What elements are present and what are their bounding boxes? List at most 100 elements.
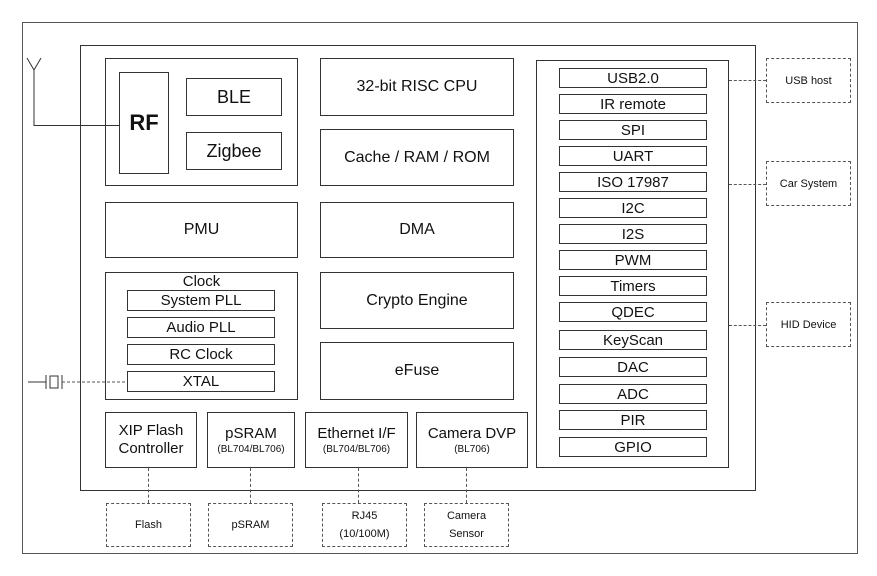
external-label-line2: (10/100M) xyxy=(339,528,390,540)
peripheral-label: DAC xyxy=(617,358,649,376)
xip-flash-block: XIP Flash Controller xyxy=(105,412,197,468)
external-label: pSRAM xyxy=(231,519,270,531)
outer-frame xyxy=(22,22,858,554)
peripheral-label: I2S xyxy=(621,225,645,243)
peripheral-label: PIR xyxy=(620,411,646,429)
peripheral-label: I2C xyxy=(621,199,645,217)
rf-block: RF xyxy=(119,72,169,174)
crypto-label: Crypto Engine xyxy=(366,291,468,309)
peripheral-label: PWM xyxy=(614,251,652,269)
block-line1: Camera DVP xyxy=(427,424,517,442)
peripheral-spi: SPI xyxy=(559,120,707,140)
cpu-block: 32-bit RISC CPU xyxy=(320,58,514,116)
peripheral-qdec: QDEC xyxy=(559,302,707,322)
dma-block: DMA xyxy=(320,202,514,258)
cache-label: Cache / RAM / ROM xyxy=(344,148,490,166)
clock-item-audio-pll: Audio PLL xyxy=(127,317,275,338)
clock-item-label: System PLL xyxy=(160,292,242,309)
psram-block: pSRAM (BL704/BL706) xyxy=(207,412,295,468)
pmu-label: PMU xyxy=(183,221,220,238)
external-car-system: Car System xyxy=(766,161,851,206)
external-label-line1: Camera xyxy=(446,510,487,522)
external-flash: Flash xyxy=(106,503,191,547)
peripheral-label: USB2.0 xyxy=(607,69,659,87)
zigbee-block: Zigbee xyxy=(186,132,282,170)
peripheral-adc: ADC xyxy=(559,384,707,404)
peripheral-pir: PIR xyxy=(559,410,707,430)
clock-item-label: XTAL xyxy=(182,373,220,390)
ble-block: BLE xyxy=(186,78,282,116)
peripheral-keyscan: KeyScan xyxy=(559,330,707,350)
ble-label: BLE xyxy=(216,86,252,107)
peripheral-uart: UART xyxy=(559,146,707,166)
connector-flash xyxy=(148,468,149,503)
clock-item-label: Audio PLL xyxy=(166,319,236,336)
antenna-line xyxy=(34,125,120,126)
external-label: Flash xyxy=(135,519,162,531)
connector-hid-device xyxy=(729,325,766,326)
connector-camera xyxy=(466,468,467,503)
peripheral-dac: DAC xyxy=(559,357,707,377)
peripheral-label: KeyScan xyxy=(602,331,664,349)
efuse-label: eFuse xyxy=(394,362,440,379)
peripheral-timers: Timers xyxy=(559,276,707,296)
connector-rj45 xyxy=(358,468,359,503)
block-line2: (BL704/BL706) xyxy=(217,443,285,455)
peripheral-label: ISO 17987 xyxy=(597,173,669,191)
external-usb-host: USB host xyxy=(766,58,851,103)
peripheral-usb2: USB2.0 xyxy=(559,68,707,88)
connector-psram xyxy=(250,468,251,503)
antenna-icon xyxy=(26,57,42,126)
crystal-icon xyxy=(28,375,126,389)
clock-item-label: RC Clock xyxy=(169,346,233,363)
peripheral-gpio: GPIO xyxy=(559,437,707,457)
peripheral-label: GPIO xyxy=(614,438,652,456)
peripheral-label: SPI xyxy=(620,121,646,139)
external-label-line2: Sensor xyxy=(449,528,484,540)
external-psram: pSRAM xyxy=(208,503,293,547)
external-rj45: RJ45 (10/100M) xyxy=(322,503,407,547)
peripheral-pwm: PWM xyxy=(559,250,707,270)
external-label-line1: RJ45 xyxy=(351,510,378,522)
external-label: USB host xyxy=(785,74,832,87)
clock-group xyxy=(105,272,298,400)
efuse-block: eFuse xyxy=(320,342,514,400)
clock-item-xtal: XTAL xyxy=(127,371,275,392)
block-line2: Controller xyxy=(118,440,184,457)
peripheral-label: Timers xyxy=(610,277,656,295)
peripheral-label: UART xyxy=(612,147,654,165)
peripheral-label: ADC xyxy=(617,385,649,403)
rf-group xyxy=(105,58,298,186)
external-hid-device: HID Device xyxy=(766,302,851,347)
peripheral-i2c: I2C xyxy=(559,198,707,218)
clock-item-system-pll: System PLL xyxy=(127,290,275,311)
dma-label: DMA xyxy=(399,221,435,238)
peripheral-label: QDEC xyxy=(611,303,655,321)
peripheral-iso17987: ISO 17987 xyxy=(559,172,707,192)
block-line2: (BL704/BL706) xyxy=(322,443,391,455)
crypto-block: Crypto Engine xyxy=(320,272,514,329)
external-camera-sensor: Camera Sensor xyxy=(424,503,509,547)
camera-dvp-block: Camera DVP (BL706) xyxy=(416,412,528,468)
pmu-block: PMU xyxy=(105,202,298,258)
clock-title: Clock xyxy=(182,273,221,290)
peripheral-label: IR remote xyxy=(600,95,666,113)
peripheral-ir-remote: IR remote xyxy=(559,94,707,114)
clock-item-rc-clock: RC Clock xyxy=(127,344,275,365)
ethernet-block: Ethernet I/F (BL704/BL706) xyxy=(305,412,408,468)
cpu-label: 32-bit RISC CPU xyxy=(356,78,478,95)
peripheral-i2s: I2S xyxy=(559,224,707,244)
peripheral-group xyxy=(536,60,729,468)
connector-usb-host xyxy=(729,80,766,81)
block-line2: (BL706) xyxy=(454,443,490,455)
rf-label: RF xyxy=(129,110,159,135)
external-label: HID Device xyxy=(780,318,837,331)
external-label: Car System xyxy=(779,177,838,190)
block-line1: Ethernet I/F xyxy=(317,424,396,442)
block-line1: XIP Flash xyxy=(118,422,184,439)
cache-block: Cache / RAM / ROM xyxy=(320,129,514,186)
zigbee-label: Zigbee xyxy=(206,140,262,161)
chip-frame xyxy=(80,45,756,491)
block-line1: pSRAM xyxy=(225,424,277,442)
connector-car-system xyxy=(729,184,766,185)
